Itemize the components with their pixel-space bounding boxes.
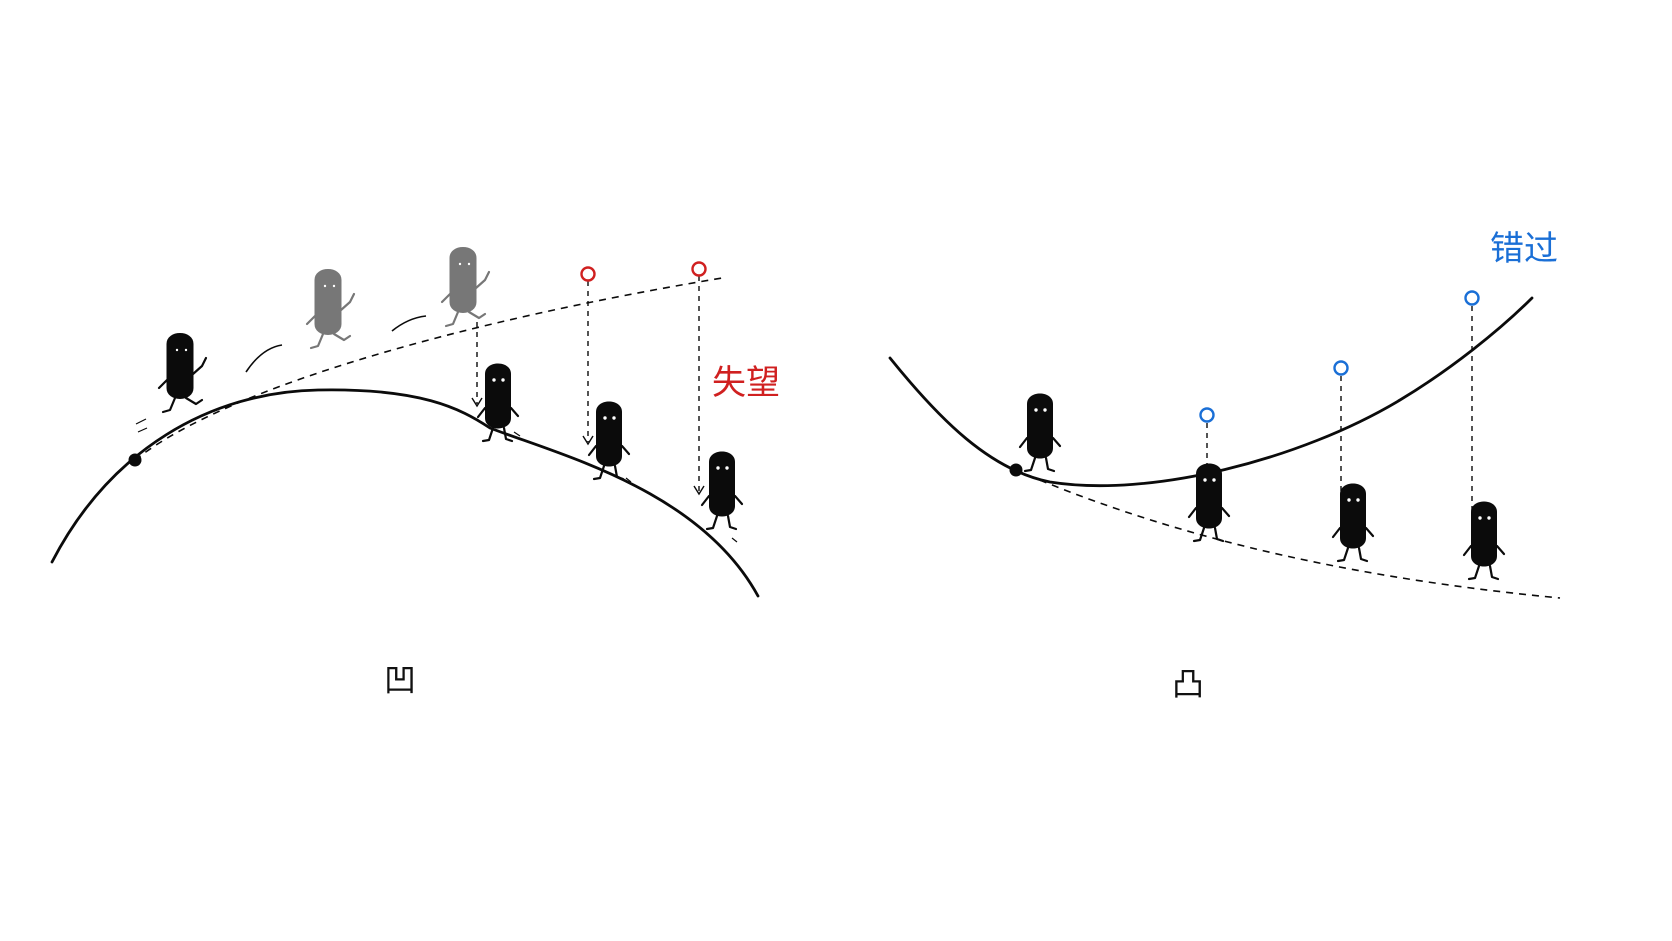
walker-character — [476, 362, 520, 443]
drop-arrow — [693, 485, 705, 496]
faded-runner-character — [305, 268, 356, 350]
missed-marker — [1464, 290, 1480, 306]
missed-marker — [1199, 407, 1215, 423]
left-panel — [50, 246, 760, 598]
left-panel-caption: 凹 — [384, 661, 417, 699]
left-expectation-line — [134, 277, 723, 461]
dust-mark — [135, 418, 148, 433]
walker-character — [1331, 482, 1375, 563]
expectation-marker — [580, 266, 596, 282]
walker-character — [700, 450, 744, 531]
right-panel-caption: 凸 — [1172, 665, 1205, 703]
jump-arc — [391, 315, 427, 332]
right-panel — [888, 290, 1561, 599]
runner-character — [157, 332, 208, 414]
jump-arc — [245, 344, 283, 373]
expectation-marker — [691, 261, 707, 277]
walker-character — [1018, 392, 1062, 473]
drop-arrow — [471, 397, 483, 408]
walker-character — [1462, 500, 1506, 581]
left-reality-curve — [50, 388, 760, 598]
missed-label: 错过 — [1490, 229, 1558, 269]
drop-arrow — [582, 435, 594, 446]
faded-runner-character — [440, 246, 491, 328]
disappointment-label: 失望 — [712, 363, 780, 403]
step-mark — [513, 431, 738, 543]
right-start-point — [1009, 463, 1023, 477]
missed-marker — [1333, 360, 1349, 376]
right-reality-curve — [888, 296, 1534, 488]
left-start-point — [128, 453, 142, 467]
